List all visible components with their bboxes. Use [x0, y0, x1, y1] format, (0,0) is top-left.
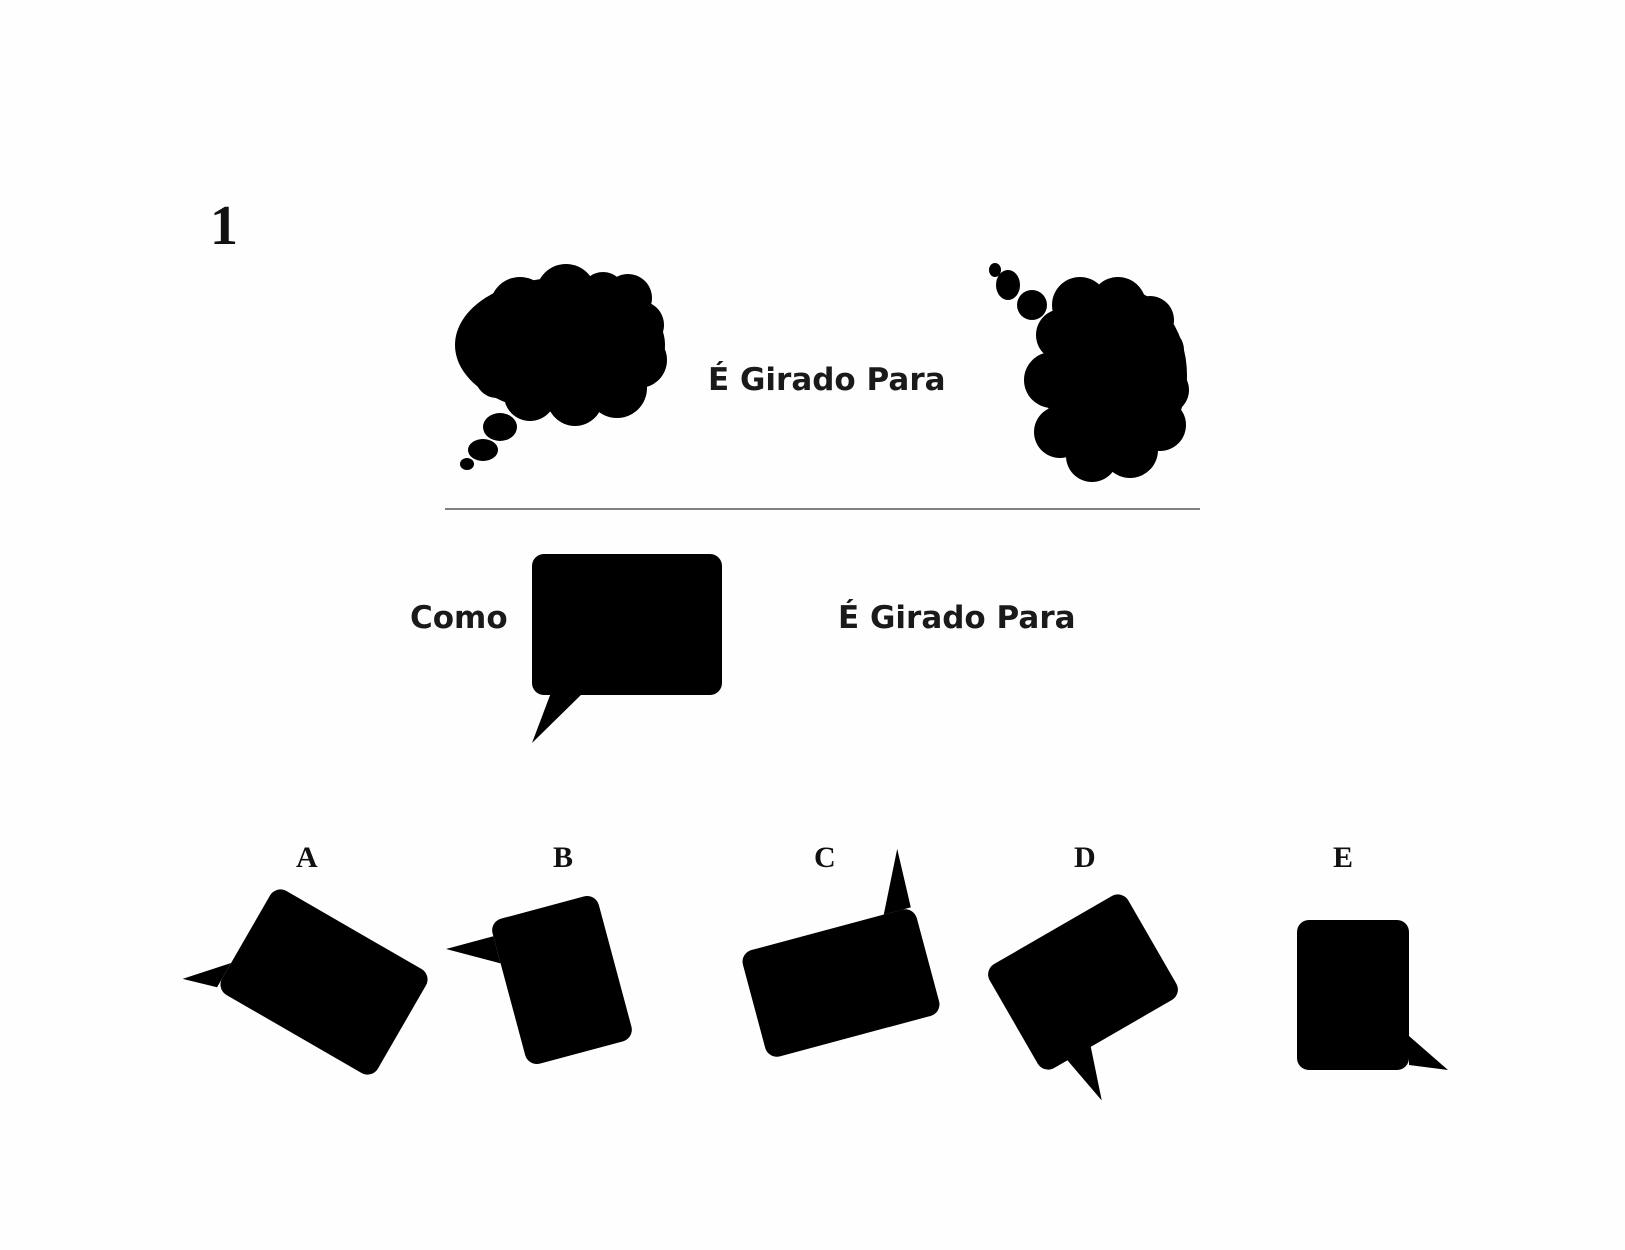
question-number: 1 — [210, 195, 238, 257]
option-a-label: A — [296, 841, 318, 874]
option-d-label: D — [1074, 841, 1096, 874]
option-c-label: C — [814, 841, 836, 874]
option-b-speech-bubble — [446, 896, 632, 1064]
problem-rotates-to-label: É Girado Para — [838, 600, 1076, 636]
problem-as-label: Como — [410, 600, 508, 636]
example-rotates-to-label: É Girado Para — [708, 362, 946, 398]
option-e-label: E — [1333, 841, 1354, 874]
option-b-label: B — [553, 841, 574, 874]
example-result-thought-bubble — [989, 263, 1189, 482]
option-d-speech-bubble — [988, 894, 1178, 1101]
option-a-speech-bubble — [182, 889, 428, 1075]
problem-speech-bubble — [532, 554, 722, 743]
example-source-thought-bubble — [455, 264, 667, 470]
option-c-speech-bubble — [742, 848, 940, 1057]
option-e-speech-bubble — [1297, 920, 1448, 1070]
